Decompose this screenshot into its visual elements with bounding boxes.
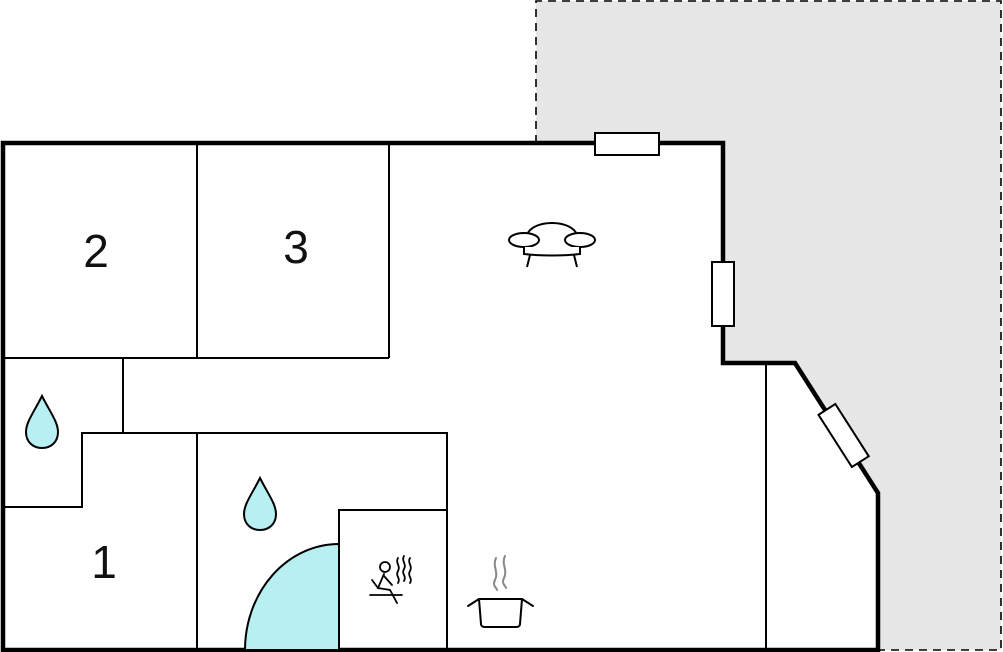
room-label-3: 3 (283, 221, 309, 273)
cooking-pot-icon (467, 555, 534, 628)
water-drop-icon (24, 393, 60, 450)
room-label-2: 2 (83, 225, 109, 277)
water-drop-icon (242, 475, 278, 532)
room-label-1: 1 (91, 536, 117, 588)
window (711, 261, 735, 327)
sofa-icon (508, 222, 596, 268)
interior-walls (3, 143, 767, 650)
shower-area (243, 542, 340, 651)
window (817, 402, 871, 469)
window (594, 132, 660, 156)
sauna-icon (369, 555, 412, 604)
house-floor (3, 143, 878, 650)
